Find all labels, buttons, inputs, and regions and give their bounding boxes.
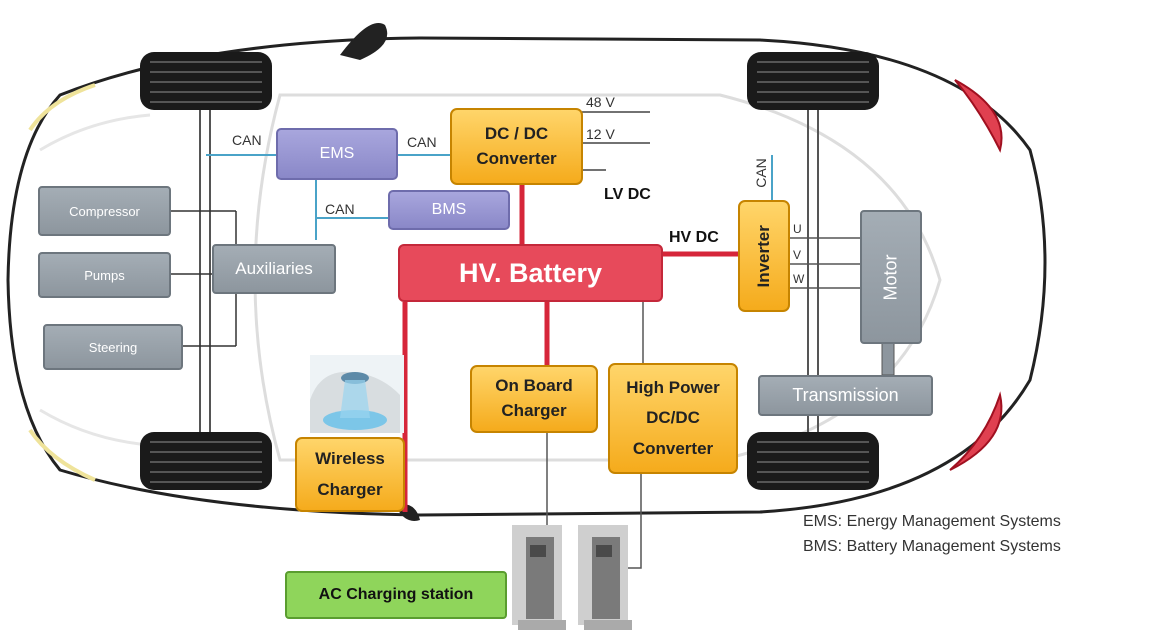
headlight-bottom [949, 391, 1003, 471]
pumps-label: Pumps [84, 267, 125, 283]
inverter-box: Inverter [738, 200, 790, 312]
car-body-outline [6, 36, 1047, 517]
compressor-box: Compressor [38, 186, 171, 236]
auxiliaries-box: Auxiliaries [212, 244, 336, 294]
voltage-48v-label: 48 V [586, 94, 615, 110]
phase-u-label: U [793, 222, 802, 236]
can-signal-lines [206, 154, 773, 240]
motor-label: Motor [880, 253, 901, 301]
hv-battery-box: HV. Battery [398, 244, 663, 302]
dcdc-converter-box: DC / DC Converter [450, 108, 583, 185]
wheel-rear-top-icon [140, 52, 272, 110]
bms-box: BMS [388, 190, 510, 230]
can-label-bms: CAN [325, 201, 355, 217]
auxiliaries-label: Auxiliaries [235, 259, 313, 278]
legend-bms: BMS: Battery Management Systems [803, 538, 1061, 555]
wireless-charger-box: Wireless Charger [295, 437, 405, 512]
mirror-top [340, 23, 388, 60]
legend-ems: EMS: Energy Management Systems [803, 513, 1061, 530]
wireless-charger-label: Wireless Charger [315, 448, 385, 499]
charging-station-icon [512, 525, 632, 630]
lv-output-lines [582, 111, 650, 171]
highpower-dcdc-label: High Power DC/DC Converter [626, 377, 720, 458]
transmission-label: Transmission [792, 385, 899, 405]
ems-label: EMS [319, 145, 355, 162]
inverter-label: Inverter [753, 224, 773, 288]
can-label-ems-right: CAN [407, 134, 437, 150]
phase-w-label: W [793, 272, 805, 286]
wireless-charging-pad-image [310, 355, 404, 433]
ac-charging-station-box: AC Charging station [285, 571, 507, 619]
can-label-inverter: CAN [752, 158, 769, 188]
hv-dc-label: HV DC [669, 229, 719, 246]
compressor-label: Compressor [69, 203, 140, 219]
can-label-ems-left: CAN [232, 132, 262, 148]
steering-box: Steering [43, 324, 183, 370]
wheel-rear-bottom-icon [140, 432, 272, 490]
transmission-box: Transmission [758, 375, 933, 416]
phase-lines [790, 237, 862, 289]
motor-shaft [881, 342, 895, 376]
onboard-charger-box: On Board Charger [470, 365, 598, 433]
headlight-top [954, 79, 1003, 153]
hv-battery-label: HV. Battery [458, 257, 603, 288]
onboard-charger-label: On Board Charger [495, 376, 573, 420]
motor-box: Motor [860, 210, 922, 344]
bms-label: BMS [431, 201, 467, 218]
rearlight-top [28, 83, 96, 132]
ems-box: EMS [276, 128, 398, 180]
car-rear-outline [39, 113, 151, 447]
voltage-12v-label: 12 V [586, 126, 615, 142]
highpower-dcdc-box: High Power DC/DC Converter [608, 363, 738, 474]
lv-dc-label: LV DC [604, 186, 651, 203]
pumps-box: Pumps [38, 252, 171, 298]
phase-v-label: V [793, 248, 802, 262]
wheel-front-top-icon [747, 52, 879, 110]
rearlight-bottom [28, 428, 96, 482]
steering-label: Steering [88, 339, 138, 355]
dcdc-converter-label: DC / DC Converter [476, 123, 557, 168]
ac-charging-station-label: AC Charging station [318, 586, 474, 603]
wheel-front-bottom-icon [747, 432, 879, 490]
